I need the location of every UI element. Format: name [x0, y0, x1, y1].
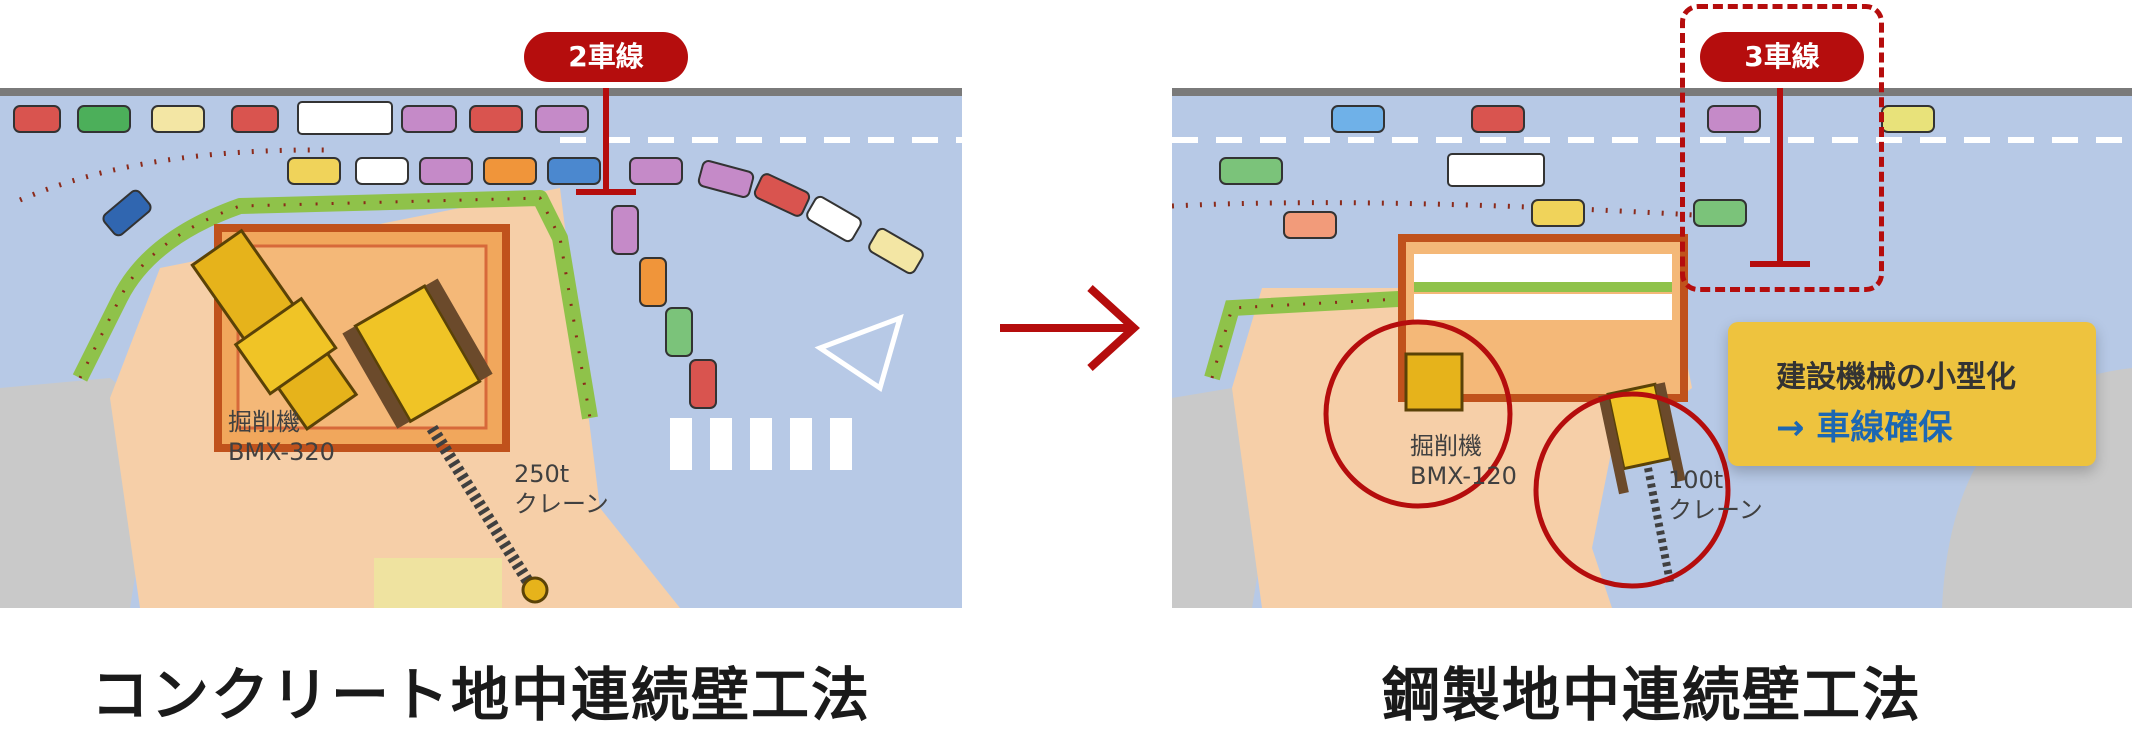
right-crane-capacity: 100t	[1668, 466, 1723, 494]
callout-line2: → 車線確保	[1776, 400, 1952, 449]
right-caption: 鋼製地中連続壁工法	[1172, 648, 2132, 732]
left-crane-capacity: 250t	[514, 460, 569, 488]
right-excavator-model: BMX-120	[1410, 462, 1517, 490]
callout-line1: 建設機械の小型化	[1776, 352, 2016, 396]
left-plan-drawing: 掘削機 BMX-320 250t クレーン	[0, 88, 962, 608]
right-excavator-name: 掘削機	[1410, 432, 1482, 460]
left-lane-badge: 2車線	[524, 32, 688, 82]
callout-box: 建設機械の小型化 → 車線確保	[1728, 322, 2096, 466]
left-site-plan: 掘削機 BMX-320 250t クレーン	[0, 88, 962, 608]
right-lane-badge: 3車線	[1700, 32, 1864, 82]
left-crane-type: クレーン	[514, 490, 609, 518]
left-caption: コンクリート地中連続壁工法	[0, 648, 962, 732]
right-arrow-icon	[1000, 282, 1144, 374]
left-excavator-model: BMX-320	[228, 438, 335, 466]
right-crane-type: クレーン	[1668, 496, 1763, 524]
left-excavator-name: 掘削機	[228, 408, 300, 436]
